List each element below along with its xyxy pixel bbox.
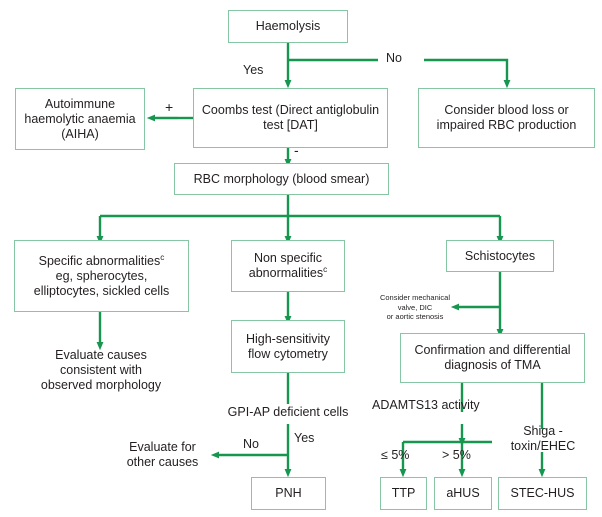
node-rbc-morphology[interactable]: RBC morphology (blood smear) — [174, 163, 389, 195]
node-aiha-label: Autoimmune haemolytic anaemia (AIHA) — [24, 96, 136, 141]
text-gpi-ap-deficient-cells: GPI-AP deficient cells — [227, 405, 349, 419]
node-consider-blood-loss[interactable]: Consider blood loss or impaired RBC prod… — [418, 88, 595, 148]
node-pnh[interactable]: PNH — [251, 477, 326, 510]
node-schistocytes[interactable]: Schistocytes — [446, 240, 554, 272]
edge-label-dat-positive: + — [165, 99, 174, 115]
edge-label-dat-negative: - — [294, 142, 299, 158]
edge-no-to-blood-loss — [424, 58, 511, 89]
node-coombs-test-label: Coombs test (Direct antiglobulin test [D… — [201, 103, 380, 132]
node-consider-blood-loss-label: Consider blood loss or impaired RBC prod… — [436, 103, 577, 132]
node-ttp-label: TTP — [391, 486, 416, 500]
text-adamts13-activity: ADAMTS13 activity — [372, 398, 480, 412]
edge-label-no-haemolysis: No — [386, 51, 402, 65]
node-specific-abnormalities[interactable]: Specific abnormalitiesc eg, spherocytes,… — [14, 240, 189, 312]
edge-label-pnh-no: No — [243, 437, 259, 451]
footnote-marker-c-2: c — [323, 264, 328, 274]
node-haemolysis[interactable]: Haemolysis — [228, 10, 348, 43]
node-specific-abnormalities-label: Specific abnormalitiesc eg, spherocytes,… — [33, 252, 170, 299]
node-aiha[interactable]: Autoimmune haemolytic anaemia (AIHA) — [15, 88, 145, 150]
node-schistocytes-label: Schistocytes — [464, 248, 536, 263]
nonspecific-abnormalities-text: Non specific abnormalities — [248, 251, 324, 280]
node-ahus[interactable]: aHUS — [434, 477, 492, 510]
node-pnh-label: PNH — [275, 486, 302, 500]
edge-label-adamts13-high: > 5% — [442, 448, 471, 462]
node-coombs-test[interactable]: Coombs test (Direct antiglobulin test [D… — [193, 88, 388, 148]
specific-abnormalities-line1: Specific abnormalities — [38, 253, 161, 268]
footnote-marker-c: c — [160, 252, 165, 262]
text-shiga-toxin-ehec: Shiga - toxin/EHEC — [510, 424, 576, 453]
node-tma-confirmation-label: Confirmation and differential diagnosis … — [414, 343, 571, 372]
node-ttp[interactable]: TTP — [380, 477, 427, 510]
node-ahus-label: aHUS — [446, 486, 480, 500]
specific-abnormalities-rest: eg, spherocytes, elliptocytes, sickled c… — [33, 268, 170, 298]
text-evaluate-causes: Evaluate causes consistent with observed… — [40, 348, 162, 392]
node-stec-hus[interactable]: STEC-HUS — [498, 477, 587, 510]
node-tma-confirmation[interactable]: Confirmation and differential diagnosis … — [400, 333, 585, 383]
node-stec-hus-label: STEC-HUS — [510, 486, 575, 500]
node-nonspecific-abnormalities-label: Non specific abnormalitiesc — [249, 251, 327, 281]
node-rbc-morphology-label: RBC morphology (blood smear) — [193, 171, 370, 186]
edge-label-yes-haemolysis: Yes — [243, 63, 264, 77]
text-consider-mechanical-valve: Consider mechanical valve, DIC or aortic… — [379, 293, 451, 321]
node-nonspecific-abnormalities[interactable]: Non specific abnormalitiesc — [231, 240, 345, 292]
node-flow-cytometry[interactable]: High-sensitivity flow cytometry — [231, 320, 345, 373]
edge-label-pnh-yes: Yes — [294, 431, 315, 445]
edge-label-adamts13-low: ≤ 5% — [381, 448, 410, 462]
text-evaluate-other-causes: Evaluate for other causes — [126, 440, 199, 469]
node-flow-cytometry-label: High-sensitivity flow cytometry — [245, 331, 331, 361]
node-haemolysis-label: Haemolysis — [255, 19, 321, 33]
